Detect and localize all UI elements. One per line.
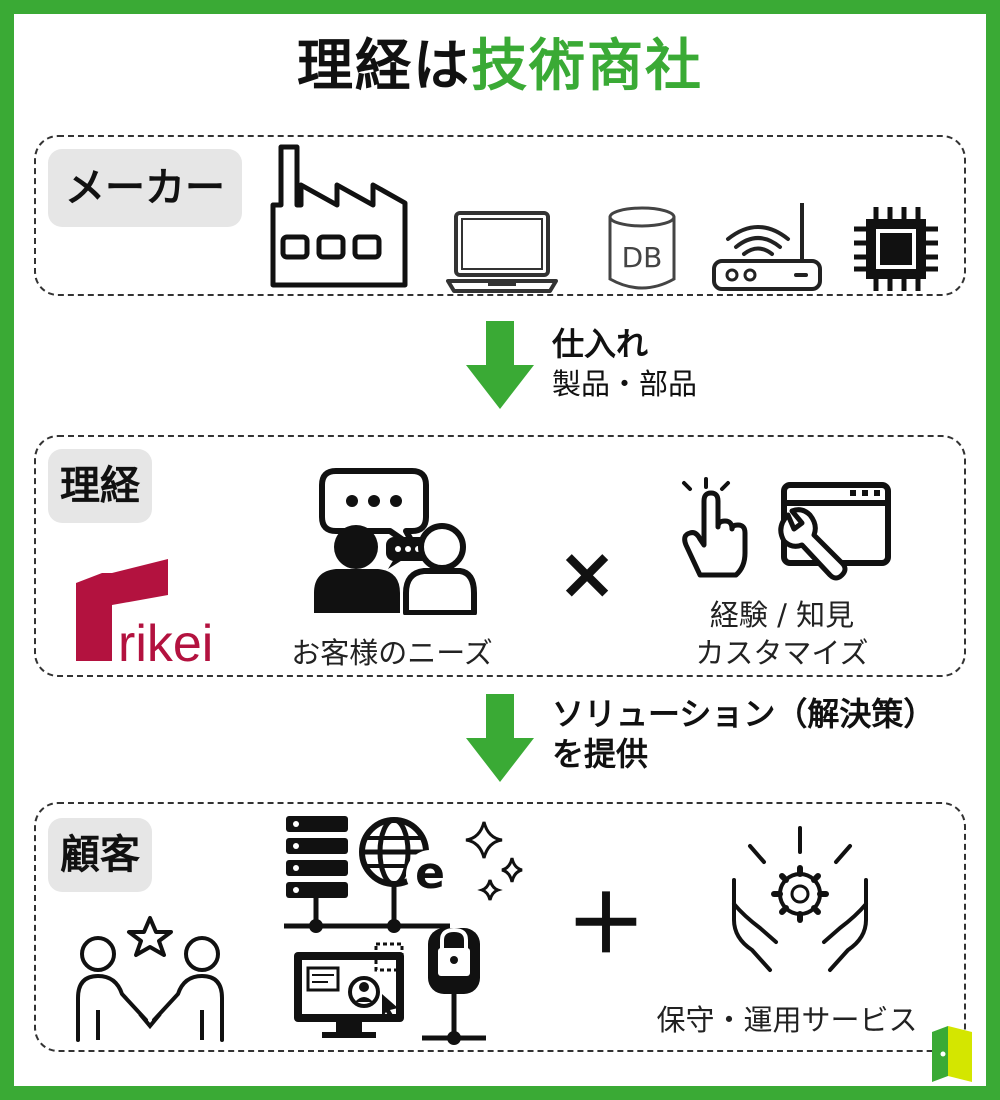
page-canvas: 理経は技術商社 メーカー (14, 14, 986, 1086)
page-title: 理経は技術商社 (14, 32, 986, 102)
maker-label: メーカー (48, 149, 242, 227)
tap-hand-icon (676, 475, 752, 579)
rikei-logo-text: rikei (118, 615, 213, 665)
rikei-label: 理経 (48, 449, 152, 523)
it-infrastructure-icon: e (282, 812, 542, 1048)
procure-flow-text: 仕入れ 製品・部品 (552, 324, 697, 404)
expertise-line2: カスタマイズ (695, 636, 869, 670)
router-icon (710, 199, 830, 295)
cross-symbol: × (556, 531, 618, 615)
rikei-logo: rikei (72, 555, 222, 665)
solution-flow-text: ソリューション（解決策） を提供 (552, 694, 935, 774)
maintenance-service-label: 保守・運用サービス (656, 1003, 918, 1037)
customer-label: 顧客 (48, 818, 152, 892)
svg-text:e: e (415, 848, 445, 899)
expertise-line1: 経験 / 知見 (709, 598, 855, 632)
plus-symbol: ＋ (566, 878, 646, 971)
settings-window-icon (770, 481, 892, 581)
maintenance-service-icon (720, 824, 880, 974)
rikei-box: 理経 rikei お客様のニーズ × (34, 435, 966, 677)
brand-mark-icon (928, 1024, 976, 1082)
database-icon: DB (604, 205, 680, 293)
title-part1: 理経は (297, 34, 471, 99)
factory-icon (269, 141, 409, 291)
cpu-chip-icon (850, 205, 942, 293)
procure-subtitle: 製品・部品 (552, 367, 698, 401)
solution-title: ソリューション（解決策） (552, 695, 936, 733)
down-arrow-icon (464, 321, 536, 411)
down-arrow-icon (464, 694, 536, 784)
conversation-icon (302, 465, 478, 615)
customer-needs-label: お客様のニーズ (291, 636, 493, 670)
procure-title: 仕入れ (552, 325, 649, 363)
customer-box: 顧客 (34, 802, 966, 1052)
title-part2: 技術商社 (471, 34, 703, 99)
laptop-icon (446, 209, 558, 293)
handshake-star-icon (70, 914, 230, 1044)
maker-box: メーカー DB (34, 135, 966, 296)
solution-subtitle: を提供 (552, 735, 649, 773)
svg-text:DB: DB (622, 241, 663, 274)
